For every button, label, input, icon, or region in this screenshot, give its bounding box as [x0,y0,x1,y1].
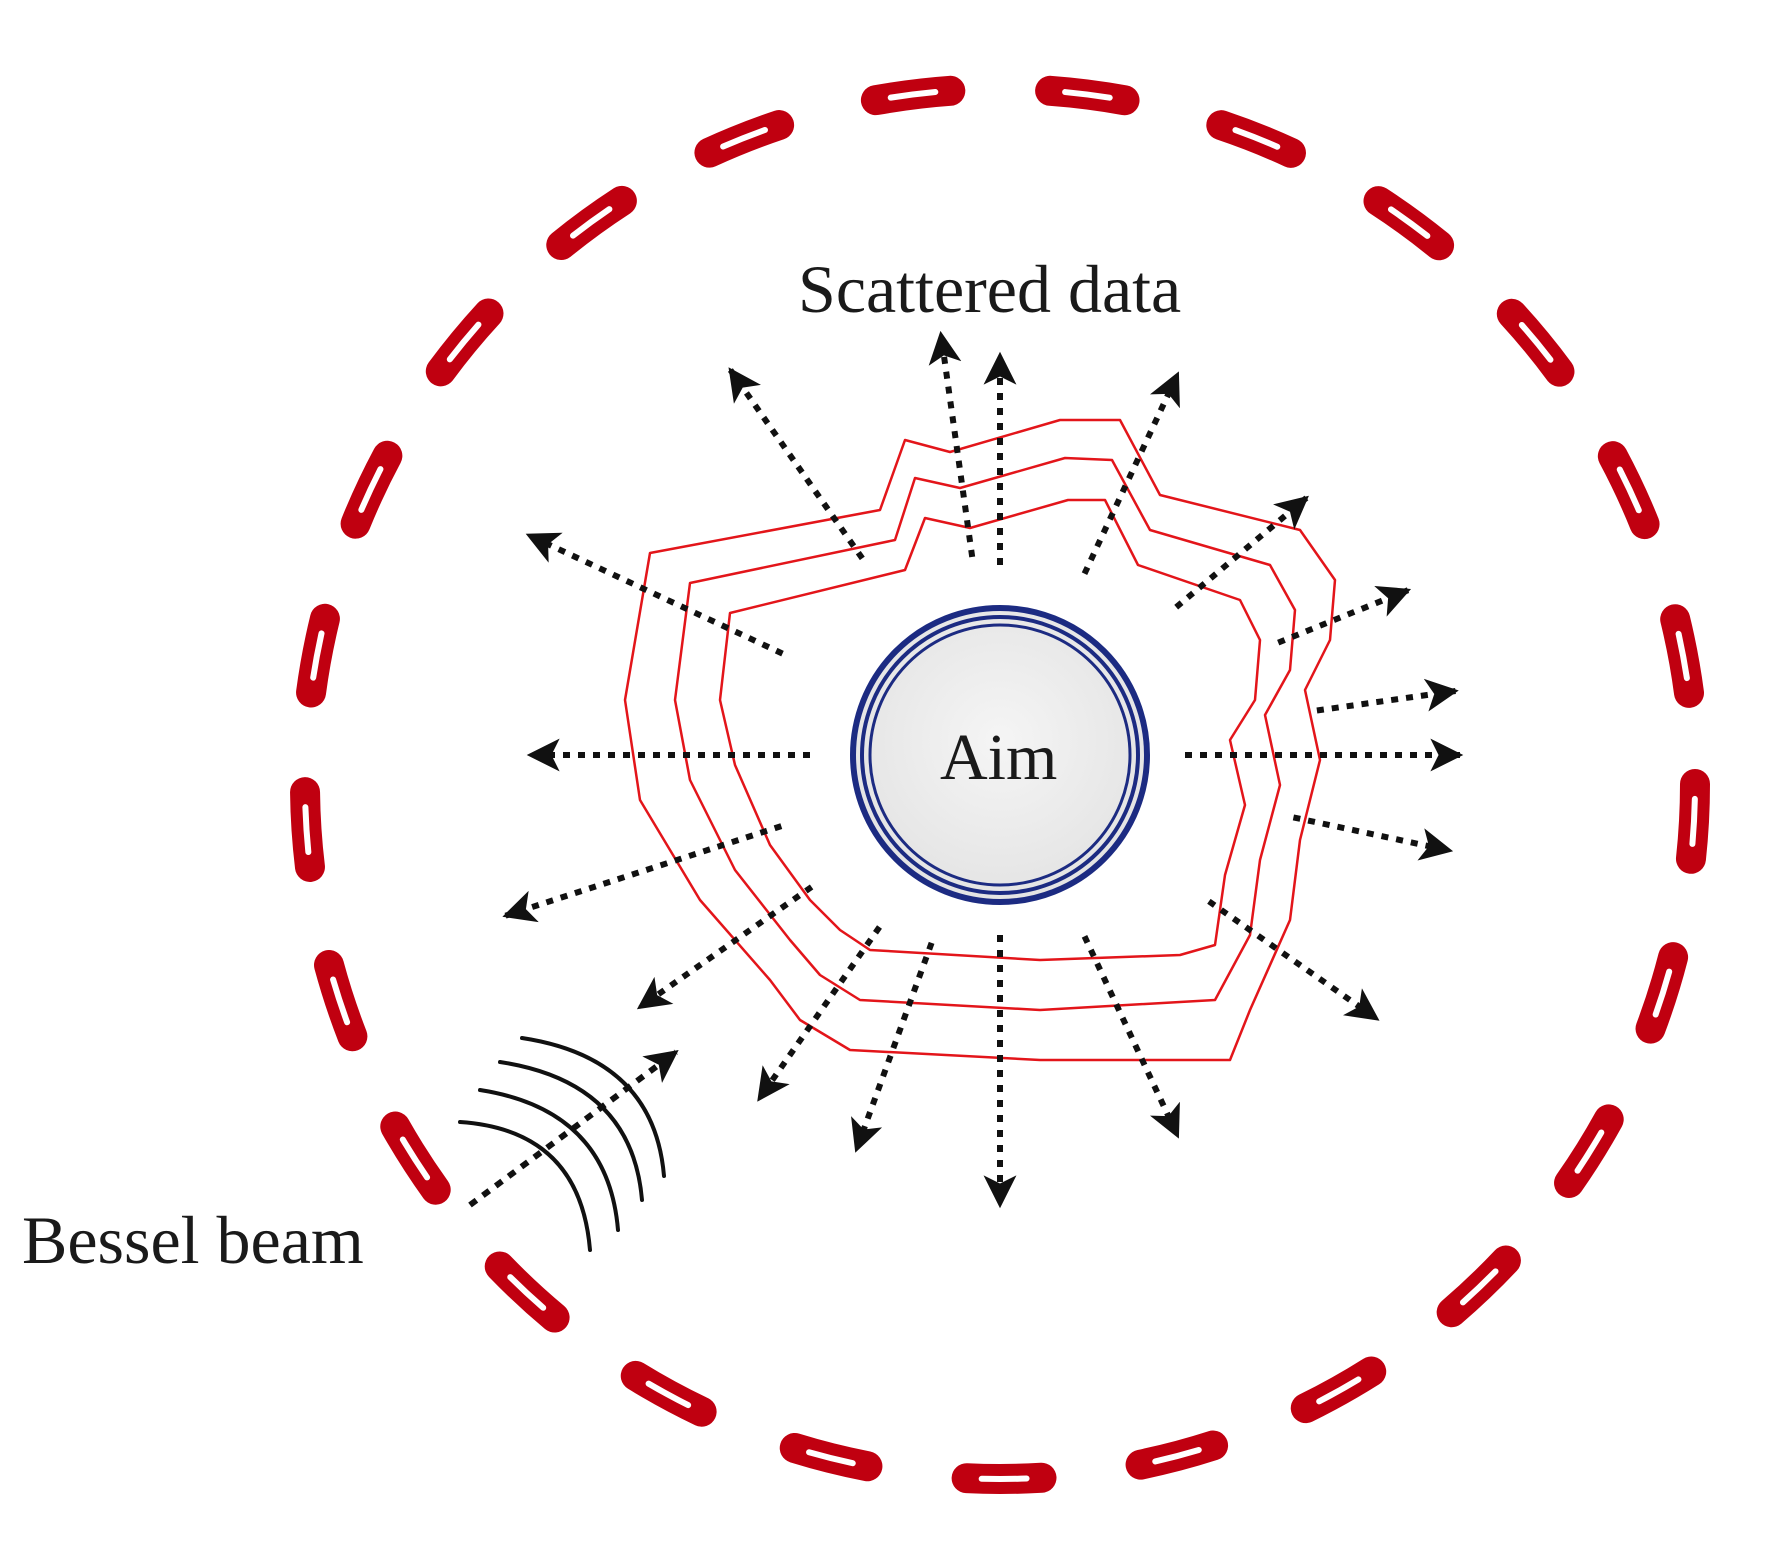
scatter-arrow-7 [1207,898,1380,1022]
aim-target [850,605,1150,905]
scatter-arrow-10 [851,941,935,1153]
scatter-arrow-13 [502,823,783,923]
scatter-arrow-12 [636,884,814,1010]
aim-label: Aim [940,721,1058,794]
scatter-arrow-1 [1081,371,1181,575]
scatter-arrow-2 [1174,495,1309,610]
scatter-arrow-3 [1277,586,1412,646]
sound-wave-arcs-icon [458,1036,666,1252]
scatter-arrow-8 [1081,935,1181,1139]
scatter-arrow-15 [525,532,784,657]
bessel-beam-label: Bessel beam [22,1202,364,1278]
scatter-arrow-11 [756,925,882,1102]
dashed-boundary-ring [290,74,1710,1494]
scatter-arrow-6 [1292,814,1454,861]
scattered-data-arrows [502,330,1464,1209]
wavefront-contour-outer [623,418,1337,1062]
wavefront-contour-inner [718,498,1262,962]
scattered-data-label: Scattered data [798,251,1182,327]
scatter-arrow-4 [1316,678,1459,714]
scatter-arrow-16 [727,367,865,561]
